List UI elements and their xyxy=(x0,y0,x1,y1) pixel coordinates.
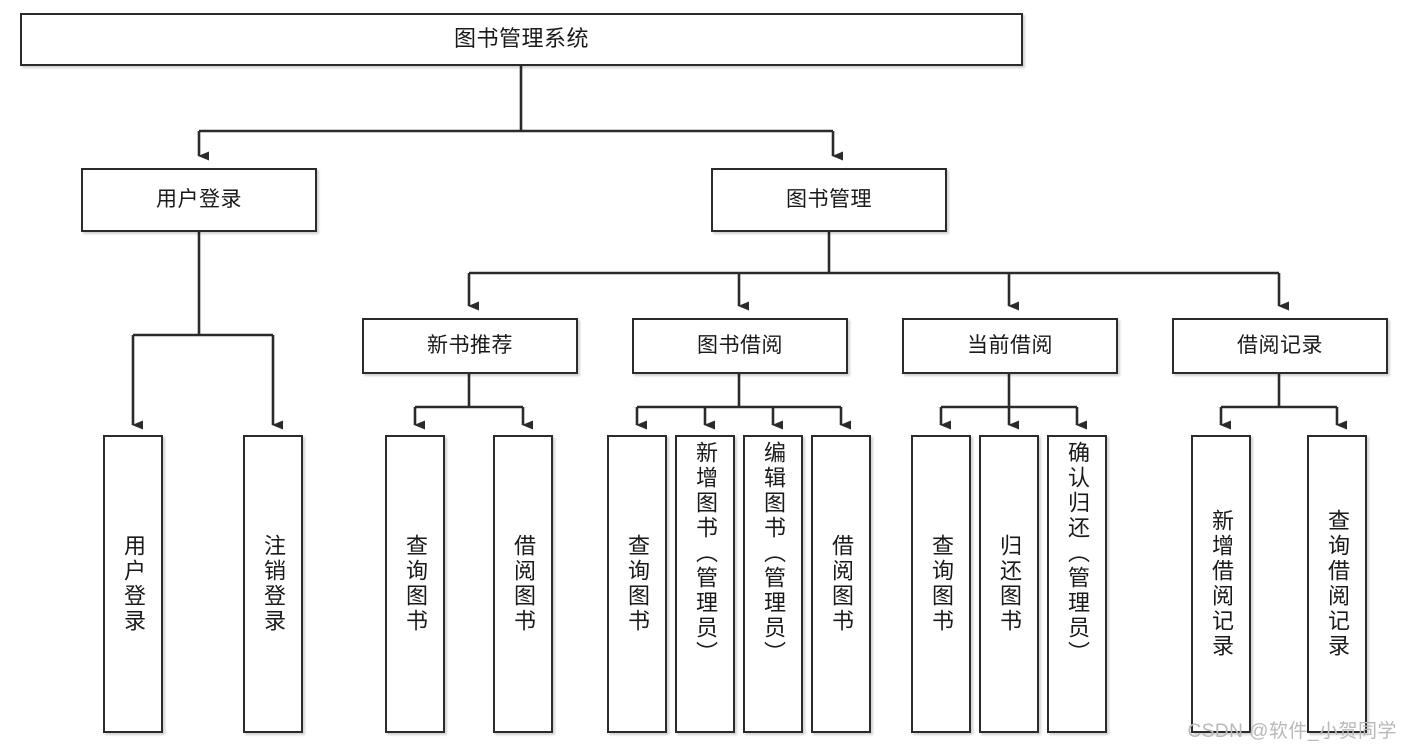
node-label: 借阅记录 xyxy=(1237,334,1323,358)
node-book-borrow[interactable]: 图书借阅 xyxy=(632,318,848,374)
leaf-text-wrap: 查询图书 xyxy=(387,437,443,731)
leaf-text-wrap: 编辑图书（管理员） xyxy=(745,437,801,735)
node-leaf-query-book-recommend[interactable]: 查询图书 xyxy=(385,435,445,733)
node-leaf-add-book[interactable]: 新增图书（管理员） xyxy=(675,435,735,733)
node-label: 图书管理 xyxy=(786,188,872,212)
node-borrow-record[interactable]: 借阅记录 xyxy=(1172,318,1388,374)
node-label: 当前借阅 xyxy=(967,334,1053,358)
node-root-book-management-system[interactable]: 图书管理系统 xyxy=(20,13,1023,66)
node-label: 新增图书（管理员） xyxy=(693,441,718,666)
node-label: 用户登录 xyxy=(121,534,146,634)
node-label: 图书借阅 xyxy=(697,334,783,358)
node-user-login[interactable]: 用户登录 xyxy=(81,168,317,232)
node-leaf-confirm-return[interactable]: 确认归还（管理员） xyxy=(1047,435,1107,733)
node-book-management[interactable]: 图书管理 xyxy=(711,168,947,232)
leaf-text-wrap: 借阅图书 xyxy=(813,437,869,731)
node-current-borrow[interactable]: 当前借阅 xyxy=(902,318,1118,374)
leaf-text-wrap: 用户登录 xyxy=(105,437,161,731)
node-label: 用户登录 xyxy=(156,188,242,212)
node-leaf-query-book-current[interactable]: 查询图书 xyxy=(911,435,971,733)
leaf-text-wrap: 归还图书 xyxy=(981,437,1037,731)
leaf-text-wrap: 新增借阅记录 xyxy=(1193,437,1249,731)
node-leaf-query-borrow-record[interactable]: 查询借阅记录 xyxy=(1307,435,1367,733)
leaf-text-wrap: 借阅图书 xyxy=(495,437,551,731)
node-label: 查询借阅记录 xyxy=(1325,509,1350,659)
node-label: 借阅图书 xyxy=(511,534,536,634)
leaf-text-wrap: 确认归还（管理员） xyxy=(1049,437,1105,735)
node-leaf-add-borrow-record[interactable]: 新增借阅记录 xyxy=(1191,435,1251,733)
node-label: 确认归还（管理员） xyxy=(1065,441,1090,666)
node-label: 图书管理系统 xyxy=(453,26,589,52)
node-new-book-recommend[interactable]: 新书推荐 xyxy=(362,318,578,374)
node-label: 编辑图书（管理员） xyxy=(761,441,786,666)
node-leaf-user-login[interactable]: 用户登录 xyxy=(103,435,163,733)
leaf-text-wrap: 查询图书 xyxy=(609,437,665,731)
leaf-text-wrap: 注销登录 xyxy=(245,437,301,731)
node-leaf-borrow-book-recommend[interactable]: 借阅图书 xyxy=(493,435,553,733)
node-label: 新增借阅记录 xyxy=(1209,509,1234,659)
node-label: 查询图书 xyxy=(625,534,650,634)
node-label: 注销登录 xyxy=(261,534,286,634)
watermark-credit: CSDN @软件_小贺同学 xyxy=(1187,721,1397,742)
node-leaf-edit-book[interactable]: 编辑图书（管理员） xyxy=(743,435,803,733)
node-leaf-borrow-book[interactable]: 借阅图书 xyxy=(811,435,871,733)
leaf-text-wrap: 查询图书 xyxy=(913,437,969,731)
node-leaf-logout-login[interactable]: 注销登录 xyxy=(243,435,303,733)
node-leaf-query-book-borrow[interactable]: 查询图书 xyxy=(607,435,667,733)
leaf-text-wrap: 查询借阅记录 xyxy=(1309,437,1365,731)
node-label: 归还图书 xyxy=(997,534,1022,634)
node-label: 借阅图书 xyxy=(829,534,854,634)
node-leaf-return-book[interactable]: 归还图书 xyxy=(979,435,1039,733)
node-label: 查询图书 xyxy=(929,534,954,634)
leaf-text-wrap: 新增图书（管理员） xyxy=(677,437,733,735)
node-label: 新书推荐 xyxy=(427,334,513,358)
node-label: 查询图书 xyxy=(403,534,428,634)
